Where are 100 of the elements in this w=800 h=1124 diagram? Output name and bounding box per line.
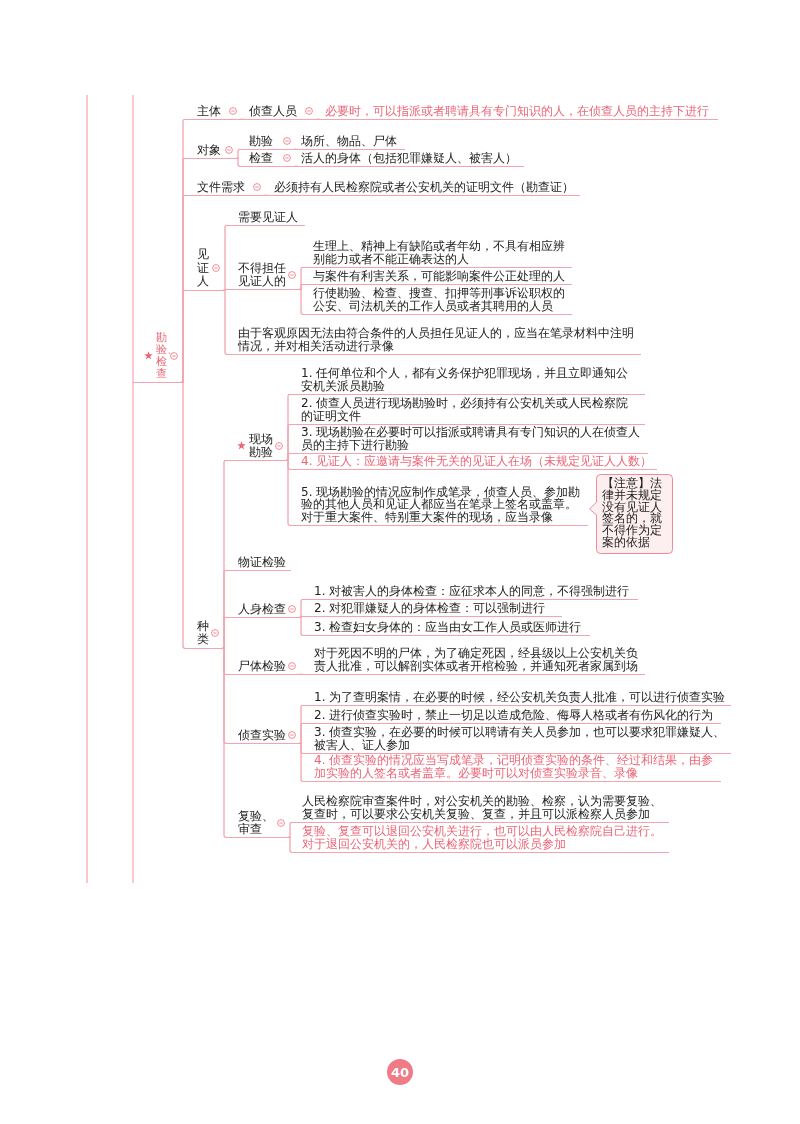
mind-map-topic (185, 104, 240, 120)
topic-text: 3. 侦查实验，在必要的时候可以聘请有关人员参加，也可以要求犯罪嫌疑人、被害人、证人参加 (314, 726, 727, 751)
connector-line (285, 459, 291, 526)
mind-map-topic (226, 659, 299, 675)
topic-text: 行使勘验、检查、搜查、扣押等刑事诉讼职权的公安、司法机关的工作人员或者其聘用的人员 (313, 287, 566, 312)
topic-text: 复验、复查可以退回公安机关进行，也可以由人民检察院自己进行。对于退回公安机关的，人民检察院也可以派员参加 (302, 825, 663, 850)
topic-text: 需要见证人 (238, 210, 298, 223)
mind-map-topic (226, 433, 286, 461)
connector-line (298, 616, 304, 636)
topic-text: 侦查实验 (238, 728, 286, 741)
mind-map-topic (226, 810, 288, 838)
connector-line (287, 821, 293, 838)
connector-line (180, 381, 186, 649)
mind-map-topic (303, 647, 645, 675)
topic-text: 活人的身体（包括犯罪嫌疑人、被害人） (301, 151, 517, 164)
mind-map-topic (185, 619, 222, 649)
mind-map-topic (185, 180, 264, 196)
topic-text: 1. 为了查明案情，在必要的时候，经公安机关负责人批准，可以进行侦查实验 (314, 690, 727, 703)
connector-line (222, 288, 228, 291)
topic-text: 4. 侦查实验的情况应当写成笔录，记明侦查实验的条件、经过和结果，由参加实验的人签名或者盖章。必要时可以对侦查实验录音、录像 (314, 754, 715, 779)
topic-text: 现场勘验 (249, 433, 274, 458)
connector-line (239, 118, 245, 120)
topic-text: 必须持有人民检察院或者公安机关的证明文件（勘查证） (274, 180, 574, 193)
mind-map-topic (240, 134, 294, 150)
topic-text: 尸体检验 (238, 659, 286, 672)
topic-text: 种类 (197, 619, 209, 646)
topic-text: 对象 (197, 143, 221, 156)
mind-map-topic (298, 134, 405, 150)
connector-line (298, 673, 304, 675)
topic-text: 物证检验 (238, 555, 286, 568)
connector-line (285, 452, 291, 461)
mind-map-topic (268, 180, 580, 196)
topic-text: 检查 (249, 151, 273, 164)
connector-line (235, 148, 241, 159)
mind-map-topic (303, 240, 572, 268)
mind-map-topic (303, 601, 562, 617)
mind-map-topic (290, 454, 657, 470)
topic-text: 5. 现场勘验的情况应制作成笔录，侦查人员、参加勘验的其他人员和见证人都应当在笔录上签名或盖章。对于重大案件、特别重大案件的现场，应当录像 (301, 485, 582, 523)
topic-text: 侦查人员 (249, 104, 297, 117)
connector-line (263, 194, 269, 196)
mind-map-topic (290, 367, 645, 395)
mind-map-topic (303, 690, 731, 706)
topic-text: 对于死因不明的尸体，为了确定死因，经县级以上公安机关负责人批准，可以解剖实体或者开棺检验，并通知死者家属到场 (314, 647, 639, 672)
mind-map-topic (227, 210, 305, 226)
topic-text: 场所、物品、尸体 (301, 134, 397, 147)
topic-text: 必要时，可以指派或者聘请具有专门知识的人，在侦查人员的主持下进行 (325, 104, 710, 117)
mind-map-topic (303, 287, 572, 315)
mind-map-topic (303, 269, 572, 285)
page-number: 40 (387, 1059, 413, 1085)
mind-map-topic (240, 151, 294, 167)
connector-line (221, 647, 227, 838)
topic-text: 主体 (197, 104, 221, 117)
connector-line (222, 224, 228, 291)
connector-line (180, 289, 186, 383)
connector-line (298, 615, 304, 618)
mind-map-topic (185, 143, 236, 159)
mind-map-topic (298, 151, 524, 167)
connector-line (293, 148, 299, 150)
mind-map-topic (303, 620, 590, 636)
topic-text: 文件需求 (197, 180, 245, 193)
connector-line (298, 288, 304, 315)
topic-text: 1. 对被害人的身体检查：应征求本人的同意，不得强制进行 (314, 584, 630, 597)
topic-text: 生理上、精神上有缺陷或者年幼，不具有相应辨别能力或者不能正确表达的人 (313, 240, 566, 265)
mind-map-topic (303, 708, 721, 724)
mind-map-topic (185, 248, 223, 291)
connector-line (298, 598, 304, 618)
topic-text: 与案件有利害关系，可能影响案件公正处理的人 (313, 269, 565, 282)
mind-map-topic (226, 602, 299, 618)
connector-line (293, 165, 299, 167)
topic-text: 2. 侦查人员进行现场勘验时，必须持有公安机关或人民检察院的证明文件 (301, 397, 630, 422)
connector-line (235, 157, 241, 167)
connector-line (298, 742, 304, 782)
topic-text: 1. 任何单位和个人，都有义务保护犯罪现场，并且立即通知公安机关派员勘验 (301, 367, 630, 392)
topic-text: 4. 见证人：应邀请与案件无关的见证人在场（未规定见证人人数） (301, 454, 653, 467)
mind-map-topic (226, 555, 291, 571)
mind-map-topic (227, 262, 299, 290)
topic-text: 见证人 (197, 248, 209, 288)
mind-map-topic (244, 104, 316, 120)
mind-map-topic (320, 104, 718, 120)
topic-text: 3. 检查妇女身体的：应当由女工作人员或医师进行 (314, 620, 582, 633)
topic-text: 人身检查 (238, 602, 286, 615)
mind-map-topic (303, 584, 638, 600)
connector-line (298, 283, 304, 290)
connector-line (315, 118, 321, 120)
connector-line (298, 722, 304, 744)
connector-line (287, 836, 293, 853)
callout-bubble (589, 474, 673, 554)
callout-text: 【注意】法律并未规定没有见证人签名的，就不得作为定案的依据 (602, 478, 663, 549)
topic-text: 2. 进行侦查实验时，禁止一切足以造成危险、侮辱人格或者有伤风化的行为 (314, 708, 715, 721)
mind-map-topic (133, 331, 181, 383)
topic-text: 3. 现场勘验在必要时可以指派或聘请具有专门知识的人在侦查人员的主持下进行勘验 (301, 426, 642, 451)
connector-line (221, 616, 227, 649)
topic-text: 由于客观原因无法由符合条件的人员担任见证人的，应当在笔录材料中注明情况，并对相关活动进行录像 (238, 327, 635, 352)
topic-text: 复验、审查 (238, 810, 275, 835)
topic-text: 不得担任见证人的 (238, 262, 287, 287)
connector-line (222, 289, 228, 355)
topic-text: 2. 对犯罪嫌疑人的身体检查：可以强制进行 (314, 601, 546, 614)
mind-map-topic (290, 397, 645, 425)
topic-text: 人民检察院审查案件时，对公安机关的勘验、检察，认为需要复验、复查时，可以要求公安机关复验、复查，并且可以派检察人员参加 (302, 795, 663, 820)
topic-text: 勘验 (249, 134, 273, 147)
